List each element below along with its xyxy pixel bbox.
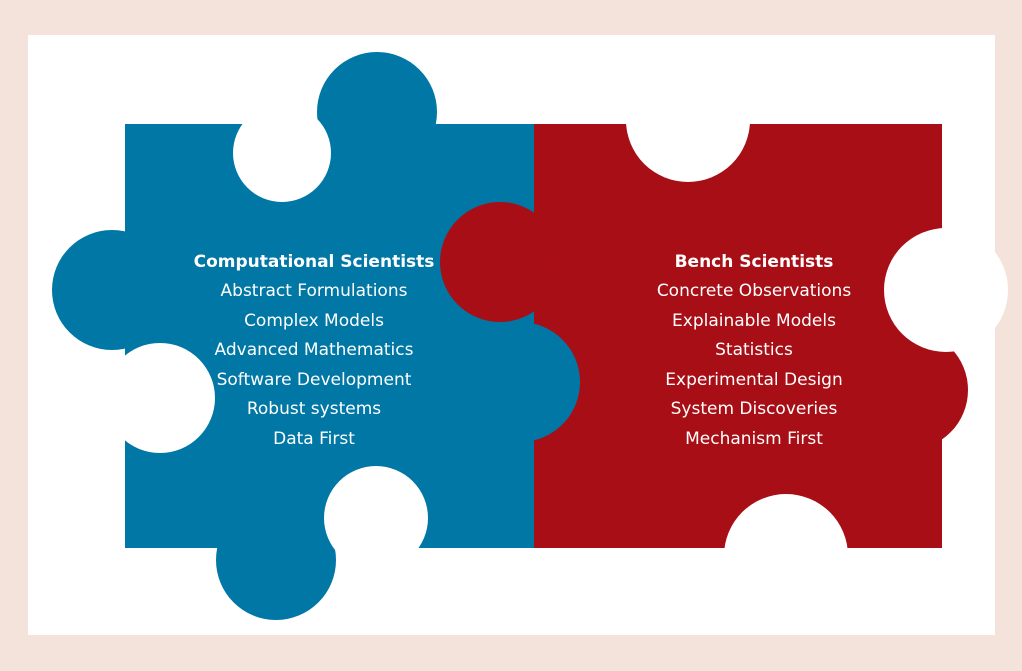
puzzle-cutouts: [105, 58, 1008, 618]
right-piece-item: System Discoveries: [670, 399, 838, 420]
left-piece-body: [125, 124, 534, 548]
left-piece-item: Data First: [273, 428, 355, 449]
left-piece-right-tab: [460, 322, 534, 442]
left-piece-right-tab-overlap: [534, 323, 580, 441]
right-piece-body: [534, 124, 942, 548]
left-piece-item: Abstract Formulations: [220, 281, 408, 301]
right-piece-item: Explainable Models: [672, 310, 836, 331]
left-puzzle-piece: [52, 52, 534, 620]
left-piece-heading: Computational Scientists: [193, 252, 435, 272]
right-piece-item: Concrete Observations: [656, 281, 852, 301]
left-piece-item: Complex Models: [244, 310, 384, 331]
right-piece-cutout-top: [626, 58, 750, 182]
left-piece-cutout-bottom: [324, 466, 428, 570]
right-piece-left-tab: [440, 202, 560, 322]
right-piece-item: Statistics: [715, 340, 793, 361]
right-piece-item: Experimental Design: [665, 369, 843, 390]
right-piece-cutout-right: [884, 228, 1008, 352]
left-piece-item: Robust systems: [246, 399, 382, 420]
left-piece-top-tab: [317, 52, 437, 172]
right-piece-right-tab: [848, 330, 968, 450]
left-piece-cutout-left: [105, 343, 215, 453]
left-piece-inner-cutout-top: [233, 104, 331, 202]
left-piece-left-tab: [52, 230, 172, 350]
left-piece-bottom-tab: [216, 500, 336, 620]
right-piece-heading: Bench Scientists: [674, 252, 834, 272]
right-piece-cutout-bottom: [724, 494, 848, 618]
left-piece-item: Software Development: [216, 369, 412, 390]
right-puzzle-piece: [440, 124, 968, 548]
right-piece-item: Mechanism First: [685, 428, 823, 449]
left-piece-item: Advanced Mathematics: [214, 340, 414, 361]
right-piece-text: Bench Scientists Concrete Observations E…: [624, 247, 884, 455]
left-piece-text: Computational Scientists Abstract Formul…: [184, 247, 444, 455]
